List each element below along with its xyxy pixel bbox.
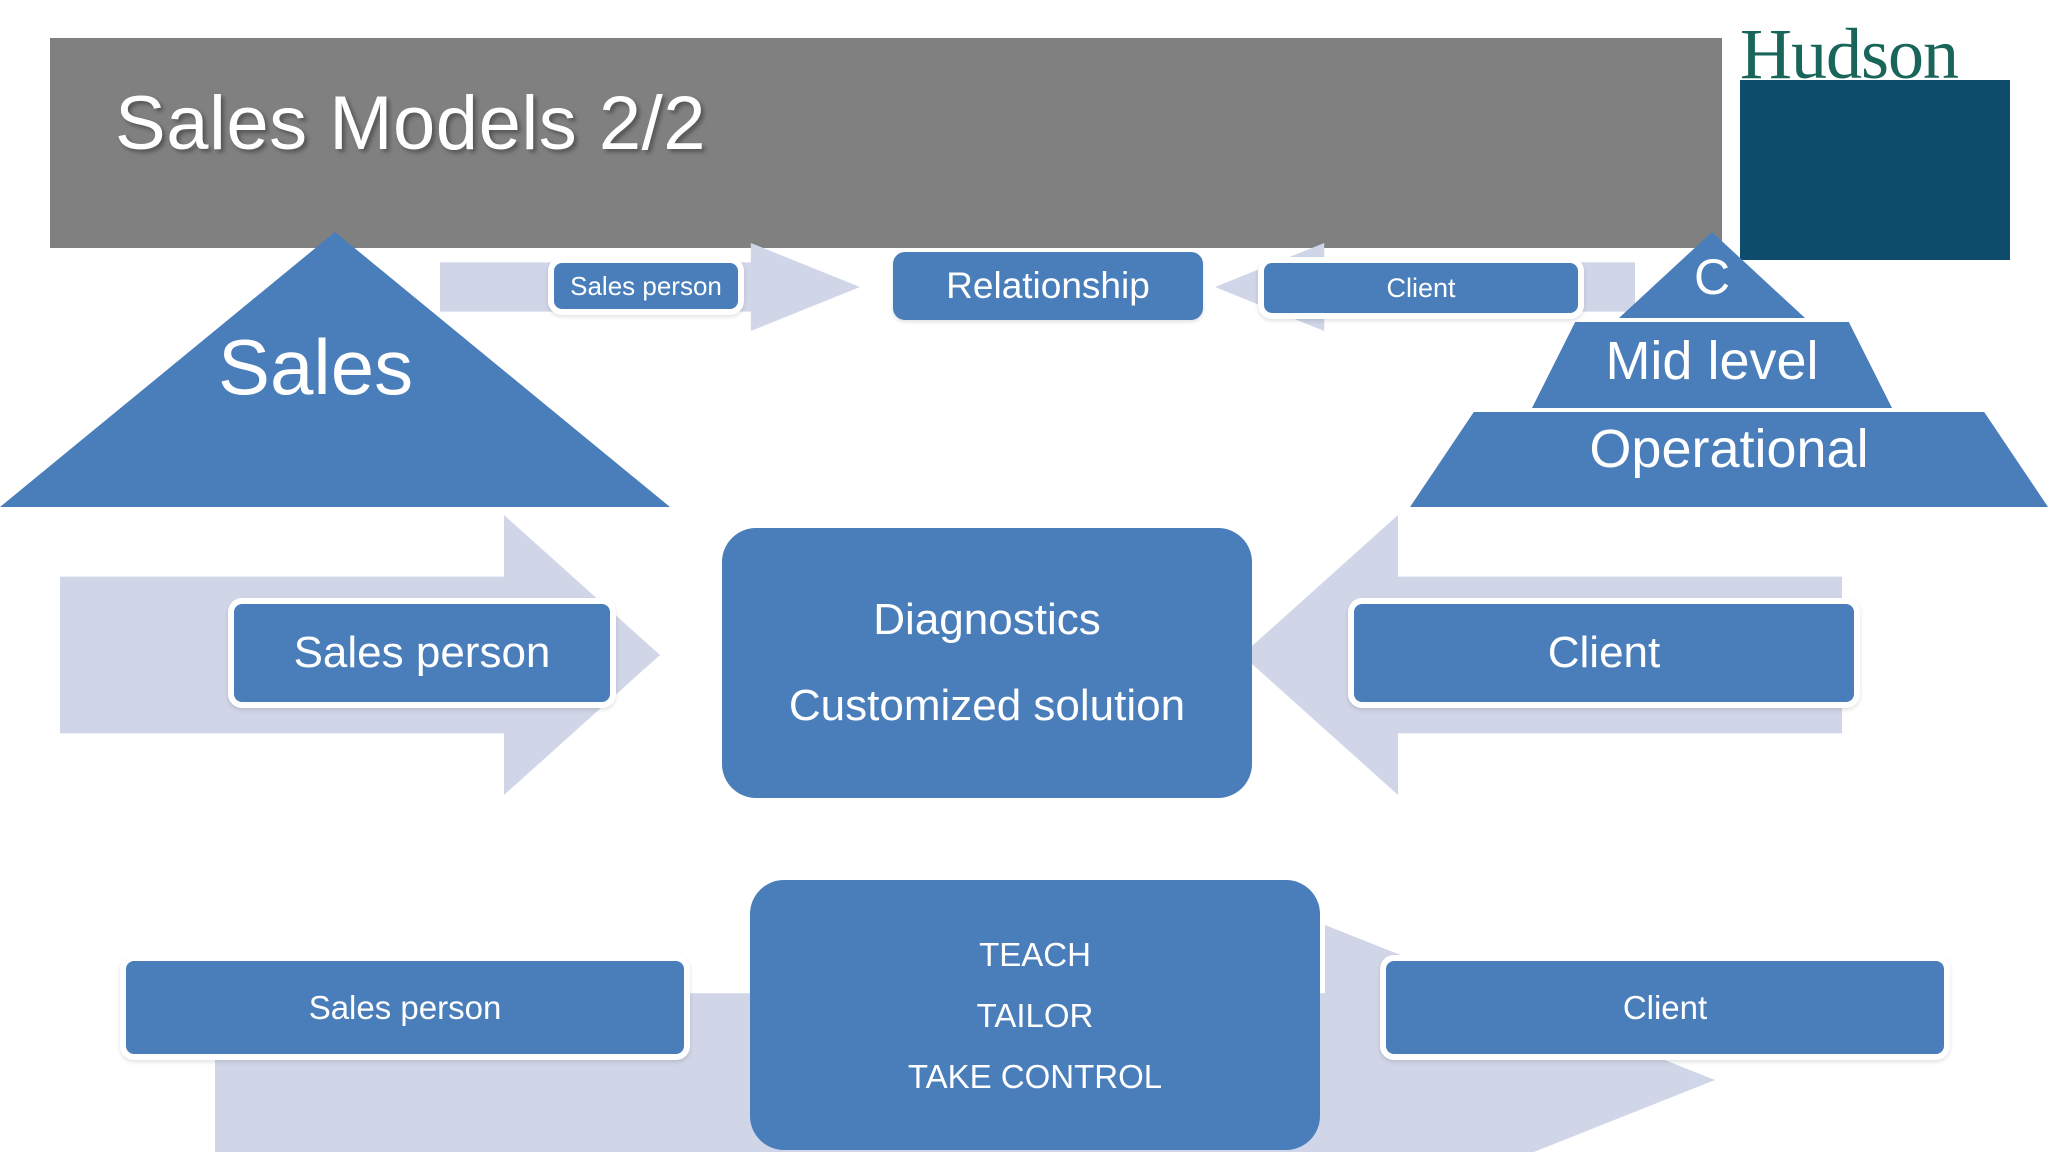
row3-center-line-3: TAKE CONTROL [907, 1057, 1163, 1095]
pyramid-tier-mid [1532, 322, 1892, 408]
title-band [50, 38, 1722, 248]
sales-triangle-label: Sales [218, 323, 414, 411]
hudson-logo: Hudson [1740, 14, 2010, 260]
pyramid-label-c: C [1693, 249, 1731, 305]
row2-client-box[interactable]: Client [1348, 598, 1860, 708]
pyramid-label-mid: Mid level [1605, 331, 1819, 391]
row3-center-card[interactable]: TEACH TAILOR TAKE CONTROL [750, 880, 1320, 1150]
row1-client-box[interactable]: Client [1258, 257, 1584, 319]
row2-center-line-1: Diagnostics [873, 595, 1101, 644]
row3-center-line-1: TEACH [979, 935, 1091, 973]
pyramid-tier-operational [1410, 412, 2048, 507]
row2-center-card[interactable]: Diagnostics Customized solution [722, 528, 1252, 798]
row2-sales-person-box[interactable]: Sales person [228, 598, 616, 708]
row1-relationship-box[interactable]: Relationship [893, 252, 1203, 320]
row1-sales-person-box[interactable]: Sales person [548, 257, 744, 315]
row3-client-box[interactable]: Client [1380, 955, 1950, 1060]
logo-color-block [1740, 80, 2010, 260]
row3-sales-person-box[interactable]: Sales person [120, 955, 690, 1060]
page-title: Sales Models 2/2 [115, 81, 706, 166]
logo-wordmark: Hudson [1740, 14, 1959, 94]
row2-center-line-2: Customized solution [788, 681, 1186, 730]
pyramid-label-operational: Operational [1589, 419, 1869, 479]
row3-center-line-2: TAILOR [976, 996, 1094, 1034]
